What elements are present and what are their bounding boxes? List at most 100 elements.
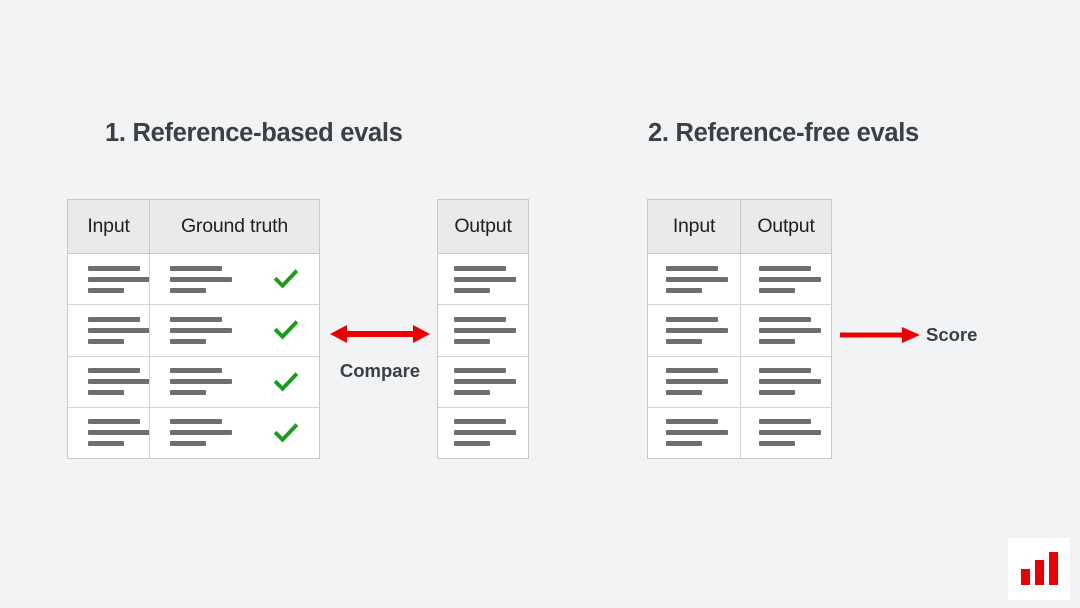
logo-bar: [1020, 569, 1030, 585]
table-row: [648, 406, 831, 458]
placeholder-line: [170, 287, 206, 293]
placeholder-lines: [759, 419, 821, 447]
cell-input: [648, 408, 740, 458]
placeholder-line: [454, 430, 516, 436]
cell-output: [438, 408, 528, 458]
cell-ground-truth: [149, 356, 319, 407]
table-header-row: Input Output: [648, 200, 831, 254]
cell-ground-truth: [149, 254, 319, 305]
placeholder-lines: [759, 316, 821, 344]
table-row: [648, 355, 831, 407]
cell-output: [438, 254, 528, 304]
placeholder-line: [759, 338, 795, 344]
placeholder-lines: [666, 419, 728, 447]
placeholder-line: [759, 430, 821, 436]
placeholder-line: [88, 265, 140, 271]
output-table: Output: [437, 199, 529, 459]
table-row: [438, 304, 528, 355]
placeholder-lines: [454, 368, 516, 396]
placeholder-lines: [170, 265, 232, 293]
placeholder-line: [170, 430, 232, 436]
placeholder-line: [88, 368, 140, 374]
placeholder-line: [454, 390, 490, 396]
cell-input: [68, 254, 150, 304]
placeholder-line: [88, 327, 150, 333]
cell-ground-truth: [149, 407, 319, 458]
check-icon: [273, 320, 299, 340]
placeholder-line: [666, 265, 718, 271]
score-label: Score: [926, 324, 978, 345]
table-row: [648, 304, 831, 356]
placeholder-line: [759, 287, 795, 293]
placeholder-line: [759, 327, 821, 333]
placeholder-lines: [88, 316, 150, 344]
column-header-ground-truth: Ground truth: [149, 200, 319, 253]
placeholder-line: [759, 265, 811, 271]
placeholder-line: [666, 338, 702, 344]
placeholder-line: [666, 419, 718, 425]
placeholder-line: [170, 316, 222, 322]
placeholder-lines: [88, 265, 150, 293]
placeholder-lines: [170, 316, 232, 344]
score-right-arrow-icon: [840, 327, 920, 343]
placeholder-line: [666, 316, 718, 322]
placeholder-line: [170, 276, 232, 282]
placeholder-line: [88, 338, 124, 344]
placeholder-line: [88, 316, 140, 322]
cell-output: [740, 356, 831, 407]
placeholder-line: [454, 368, 506, 374]
table-row: [438, 406, 528, 458]
placeholder-line: [666, 430, 728, 436]
placeholder-line: [759, 379, 821, 385]
placeholder-lines: [454, 316, 516, 344]
table-row: [68, 406, 319, 458]
bar-chart-logo: [1008, 538, 1070, 600]
table-row: [438, 355, 528, 407]
cell-input: [68, 357, 150, 407]
cell-output: [740, 254, 831, 305]
section-title-reference-free: 2. Reference-free evals: [648, 119, 919, 147]
table-body: [68, 254, 319, 458]
placeholder-lines: [88, 419, 150, 447]
placeholder-line: [170, 327, 232, 333]
placeholder-line: [454, 338, 490, 344]
placeholder-line: [759, 316, 811, 322]
placeholder-line: [88, 390, 124, 396]
placeholder-line: [759, 368, 811, 374]
placeholder-line: [666, 276, 728, 282]
placeholder-line: [88, 430, 150, 436]
placeholder-lines: [666, 368, 728, 396]
placeholder-lines: [666, 316, 728, 344]
placeholder-line: [666, 390, 702, 396]
cell-input: [648, 357, 740, 407]
placeholder-line: [666, 441, 702, 447]
placeholder-line: [88, 379, 150, 385]
table-row: [68, 355, 319, 407]
placeholder-line: [88, 441, 124, 447]
table-row: [648, 254, 831, 305]
placeholder-line: [88, 419, 140, 425]
check-icon: [273, 269, 299, 289]
placeholder-line: [666, 368, 718, 374]
placeholder-line: [759, 441, 795, 447]
placeholder-line: [170, 338, 206, 344]
placeholder-line: [666, 327, 728, 333]
placeholder-line: [454, 441, 490, 447]
table-header-row: Input Ground truth: [68, 200, 319, 254]
table-header-row: Output: [438, 200, 528, 254]
reference-free-table: Input Output: [647, 199, 832, 459]
placeholder-line: [666, 379, 728, 385]
logo-bar: [1048, 552, 1058, 585]
cell-output: [740, 407, 831, 458]
cell-ground-truth: [149, 305, 319, 356]
reference-table: Input Ground truth: [67, 199, 320, 459]
column-header-output: Output: [454, 215, 512, 237]
cell-input: [648, 254, 740, 304]
placeholder-line: [666, 287, 702, 293]
placeholder-line: [88, 287, 124, 293]
compare-double-arrow-icon: [330, 325, 430, 343]
placeholder-line: [454, 287, 490, 293]
placeholder-lines: [170, 419, 232, 447]
cell-input: [68, 305, 150, 355]
placeholder-line: [454, 419, 506, 425]
